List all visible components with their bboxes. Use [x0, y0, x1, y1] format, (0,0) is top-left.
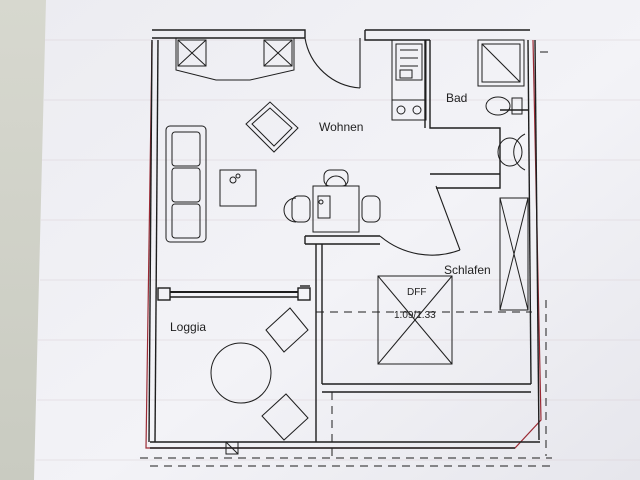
- walls: [148, 29, 540, 449]
- skylight-label: DFF: [407, 287, 427, 298]
- sofa: [165, 125, 207, 243]
- entrance-door: [304, 37, 361, 89]
- vent-marker: [225, 441, 239, 455]
- armchair: [245, 101, 299, 153]
- loggia-furniture: [210, 307, 309, 441]
- room-label-schlafen: Schlafen: [444, 263, 491, 277]
- paper-sheet: [34, 0, 640, 480]
- bedroom-door: [379, 185, 461, 256]
- skylight-size: 1.09/1.33: [394, 310, 436, 321]
- dashed-lines: [140, 51, 552, 467]
- room-label-bad: Bad: [446, 91, 468, 105]
- room-label-wohnen: Wohnen: [319, 120, 364, 134]
- wardrobe: [499, 197, 529, 311]
- paper-rules: [36, 39, 640, 461]
- bathroom-fixtures: [477, 39, 526, 171]
- skylight-outline: [377, 275, 453, 365]
- dining-set: [283, 169, 381, 233]
- kitchenette: [391, 39, 427, 121]
- coffee-table: [219, 169, 257, 207]
- window-bay: [175, 38, 295, 81]
- room-label-loggia: Loggia: [170, 320, 207, 334]
